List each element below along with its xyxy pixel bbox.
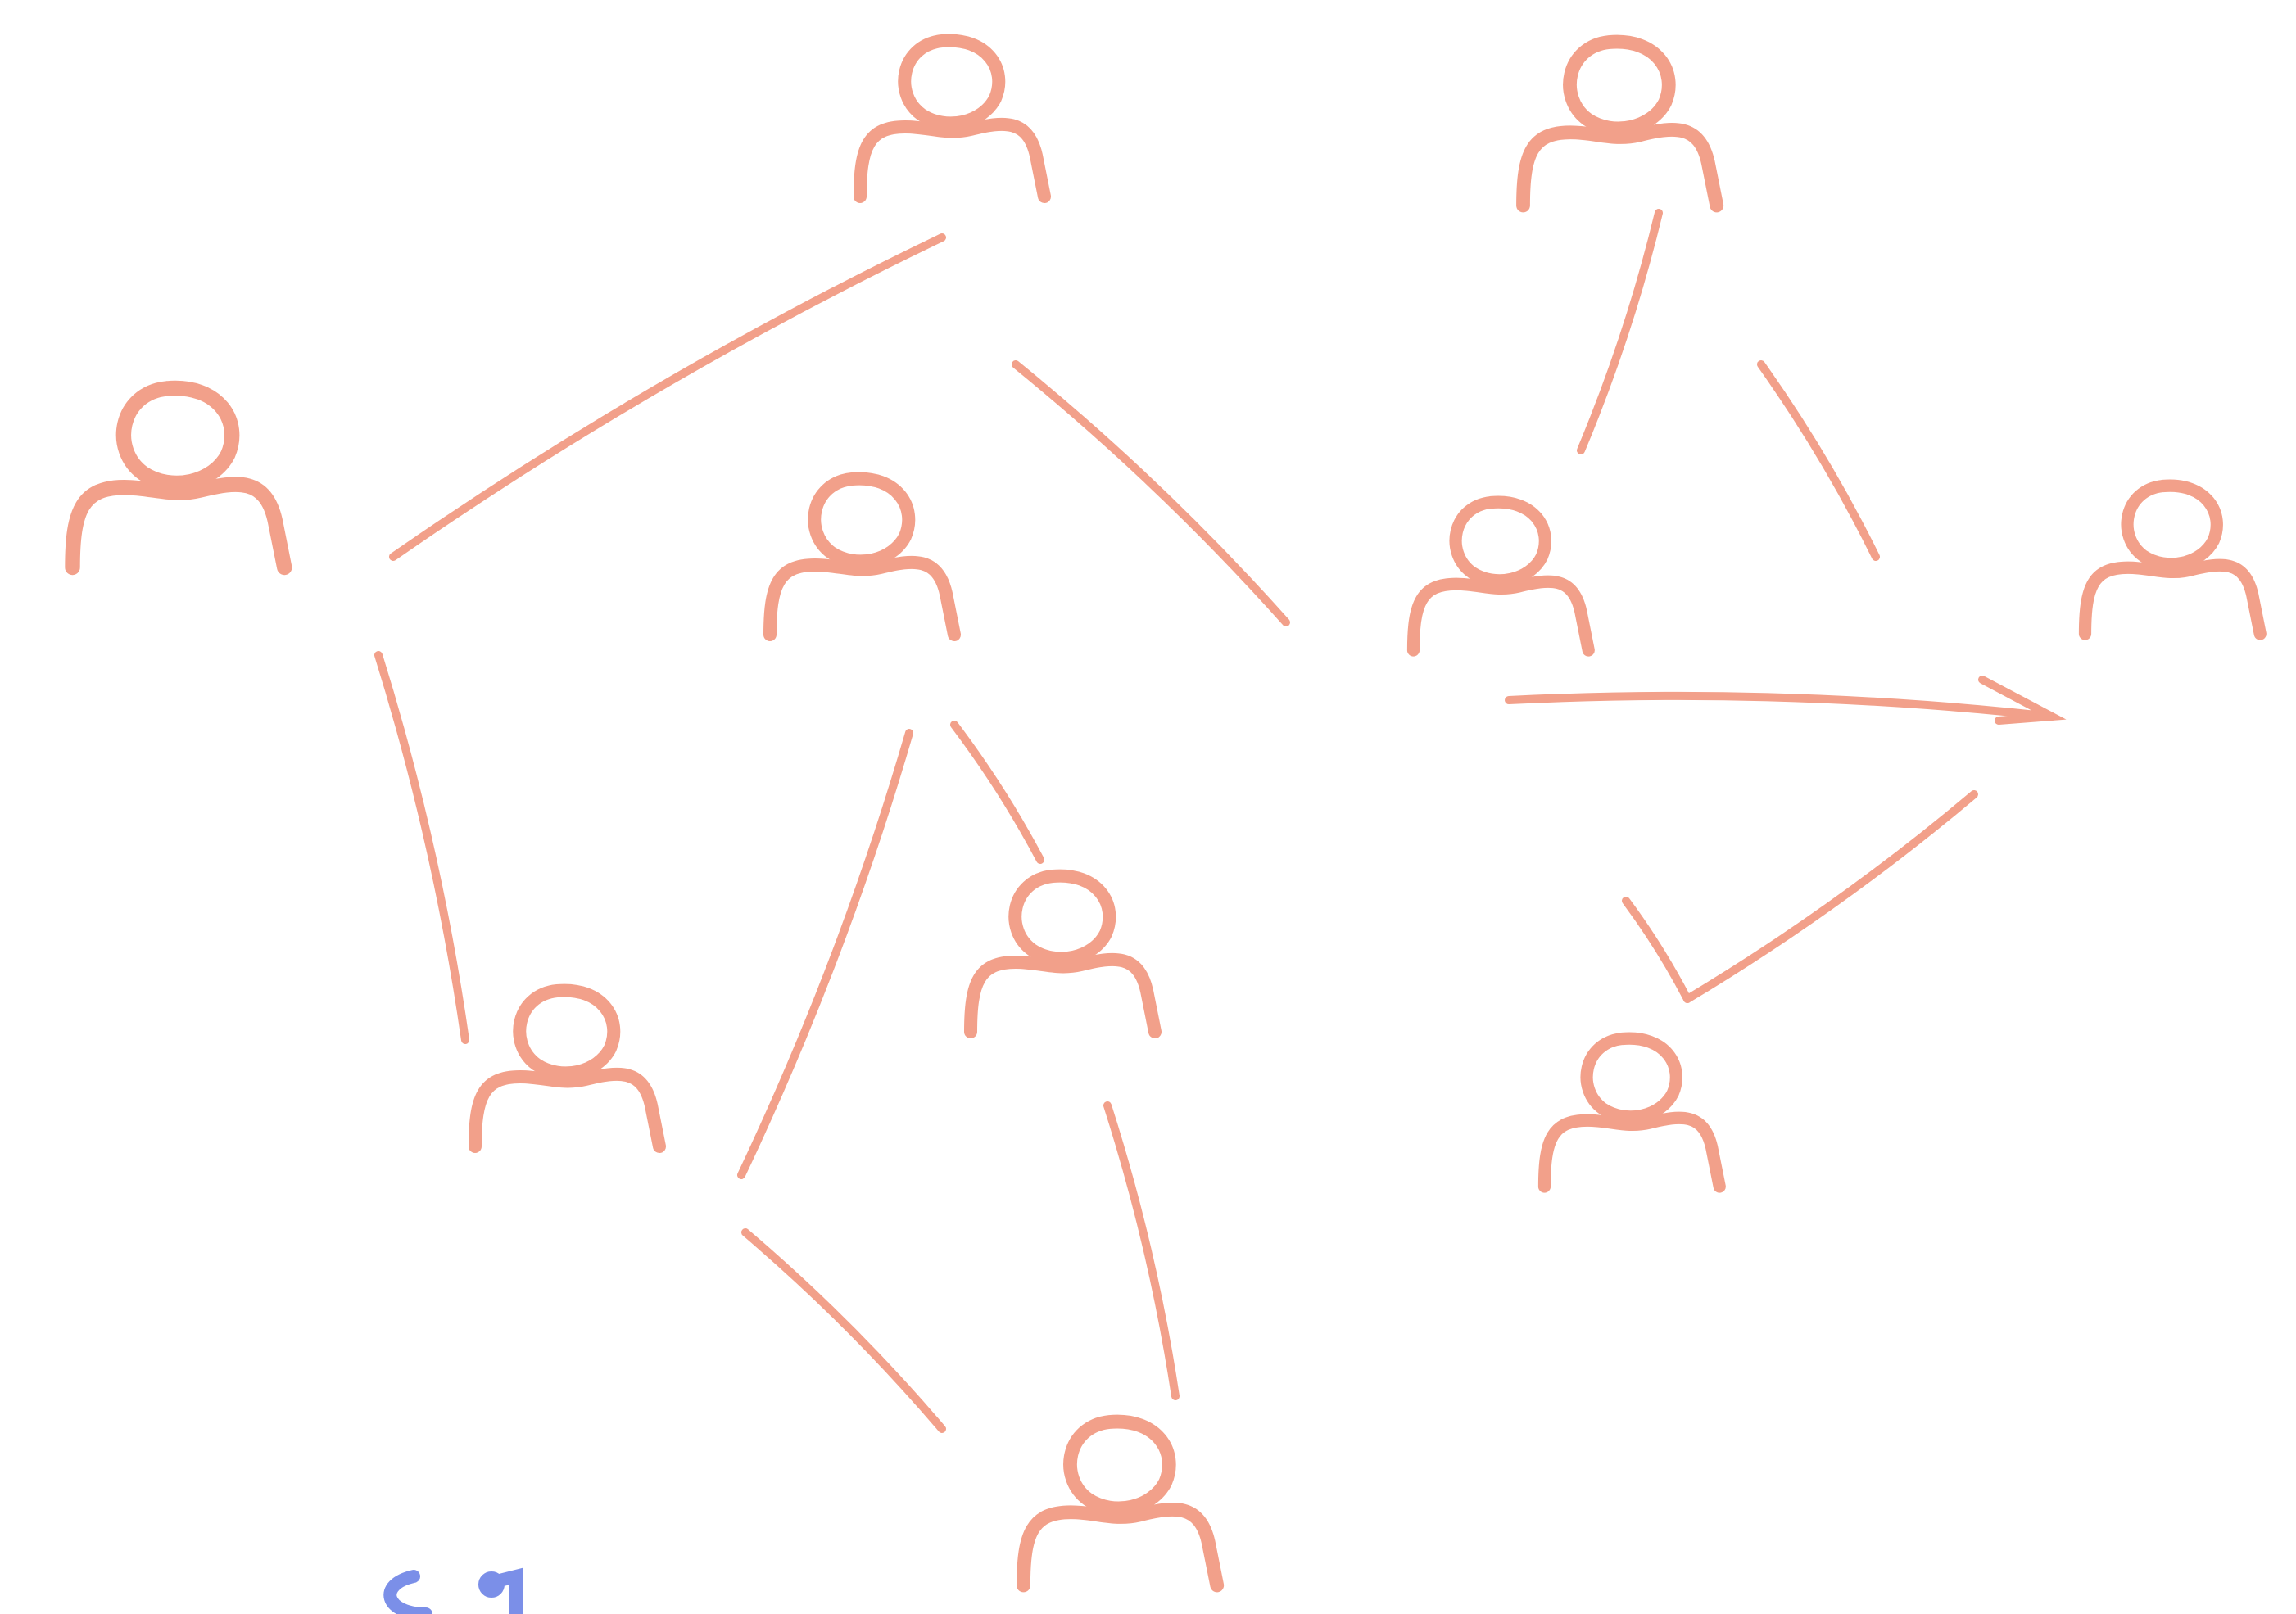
connection-line <box>378 655 465 1040</box>
person-head <box>1015 876 1109 959</box>
connections <box>378 213 2052 1429</box>
person-shoulders <box>475 1074 659 1146</box>
person-icon <box>770 479 954 635</box>
person-head <box>1070 1422 1169 1508</box>
person-shoulders <box>1545 1118 1720 1187</box>
connection-line <box>1626 901 1687 999</box>
person-icon <box>475 991 659 1146</box>
connection-line <box>1687 794 1974 999</box>
person-head <box>814 479 908 562</box>
person-shoulders <box>860 124 1044 197</box>
person-head <box>1587 1038 1676 1117</box>
person-shoulders <box>971 960 1155 1032</box>
connection-line <box>1581 213 1659 450</box>
person-head <box>904 41 999 124</box>
person-shoulders <box>2085 565 2261 634</box>
person-icon <box>73 388 285 567</box>
connection-line <box>1016 364 1286 622</box>
connection-line <box>1761 364 1876 557</box>
person-head <box>124 388 232 483</box>
person-shoulders <box>1524 129 1717 206</box>
person-shoulders <box>1024 1509 1217 1585</box>
person-icon <box>860 41 1044 197</box>
connection-line <box>954 725 1040 860</box>
person-icon <box>1524 42 1717 206</box>
person-head <box>1569 42 1669 129</box>
connection-line <box>1509 696 2052 717</box>
person-icon <box>2085 486 2261 634</box>
decorative-marks <box>390 1576 516 1614</box>
person-head <box>2127 486 2217 564</box>
person-shoulders <box>73 485 285 567</box>
person-shoulders <box>1414 581 1589 650</box>
connection-line <box>745 1232 942 1429</box>
person-icon <box>1414 502 1589 650</box>
person-head <box>519 991 614 1074</box>
connection-line <box>741 733 909 1175</box>
person-shoulders <box>770 563 954 635</box>
person-head <box>1456 502 1545 581</box>
person-icon <box>1545 1038 1720 1187</box>
person-icon <box>1024 1422 1217 1585</box>
connection-line <box>393 237 942 557</box>
partial-logo-mark <box>390 1576 516 1614</box>
connection-line <box>1107 1105 1175 1396</box>
person-icon <box>971 876 1155 1032</box>
